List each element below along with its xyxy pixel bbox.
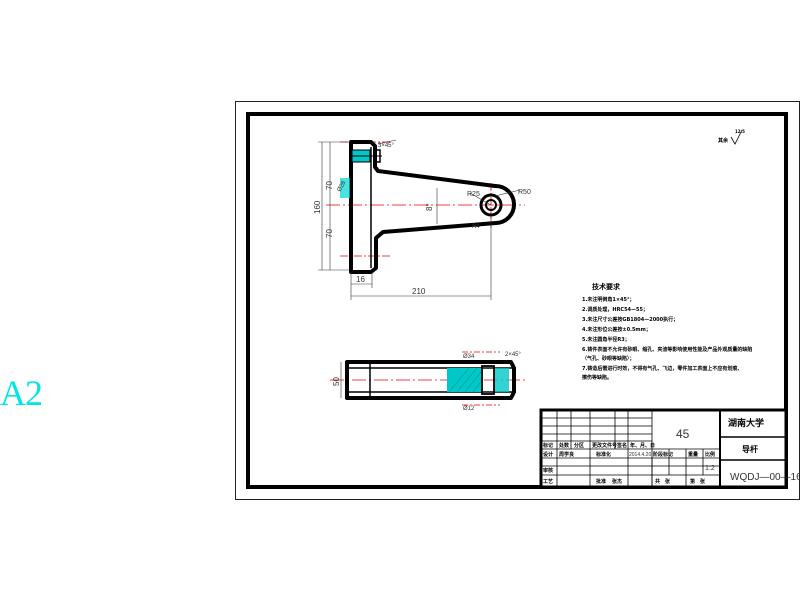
hdr-review: 审核 bbox=[543, 467, 553, 474]
tech-req-item: 2.调质处理，HRC54—55； bbox=[582, 306, 648, 313]
hub-section-hatch bbox=[340, 178, 350, 198]
tech-req-item: （气孔、砂眼等缺陷）； bbox=[582, 355, 635, 362]
dim-side-chamfer: 2×45° bbox=[505, 352, 522, 358]
part-name: 导杆 bbox=[742, 444, 758, 454]
dim-front-r2: R50 bbox=[518, 189, 531, 196]
hdr-approve: 批准 bbox=[596, 478, 606, 485]
hdr-sheets-total: 共 张 bbox=[655, 478, 671, 485]
dim-front-web-angle: 8° bbox=[425, 203, 434, 211]
dim-front-base-width: 16 bbox=[356, 275, 365, 284]
top-bore-cut bbox=[373, 149, 381, 163]
dim-front-d2: 70 bbox=[325, 229, 334, 238]
scale-value: 1:2 bbox=[705, 465, 715, 472]
hdr-mark: 标记 bbox=[542, 442, 553, 449]
dim-front-hole: Ø28 bbox=[337, 180, 348, 193]
sheet-size-label: A2 bbox=[0, 373, 43, 413]
tech-req-item: 7.铸造后需进行时效，不得有气孔、飞边，零件加工表面上不应有划痕、 bbox=[582, 365, 742, 372]
side-bore bbox=[481, 365, 495, 395]
hdr-count: 处数 bbox=[558, 442, 570, 449]
hdr-weight: 重量 bbox=[688, 451, 698, 458]
side-section-hatch bbox=[447, 368, 481, 392]
roughness-label: 其余 bbox=[718, 137, 729, 144]
dim-front-chamfer-top: 3×45° bbox=[378, 143, 395, 149]
hdr-sheet-no: 第 张 bbox=[690, 478, 706, 485]
approver-signature: 张杰 bbox=[612, 478, 622, 485]
hdr-ratio: 比例 bbox=[705, 451, 715, 458]
school-name: 湖南大学 bbox=[728, 417, 764, 429]
tech-req-item: 1.未注明倒角1×45°； bbox=[582, 296, 635, 303]
tech-requirements-title: 技术要求 bbox=[592, 282, 621, 291]
hdr-change-doc: 更改文件号 bbox=[592, 442, 617, 449]
dim-front-r1: R25 bbox=[467, 191, 480, 198]
side-bore-hatch bbox=[495, 368, 509, 392]
hdr-sign: 签名 bbox=[616, 442, 627, 449]
designer-signature: 周学良 bbox=[559, 451, 574, 458]
tech-req-item: 5.未注圆角半径R3； bbox=[582, 336, 630, 343]
material-value: 45 bbox=[676, 427, 690, 441]
part-outline-side bbox=[345, 360, 516, 400]
hdr-stage-mark: 阶段标记 bbox=[653, 451, 673, 458]
dim-front-d1: 70 bbox=[325, 181, 334, 190]
hdr-zone: 分区 bbox=[574, 442, 584, 449]
part-outline-front bbox=[349, 140, 516, 274]
tech-req-item: 4.未注形位公差按±0.5mm； bbox=[582, 326, 651, 333]
date-value: 2014.4.20 bbox=[629, 452, 651, 458]
hdr-process: 工艺 bbox=[543, 478, 553, 485]
hdr-design: 设计 bbox=[543, 451, 553, 458]
pivot-hole-inner bbox=[485, 199, 497, 211]
side-view: 50 2×45° Ø34 Ø12 bbox=[330, 351, 525, 412]
roughness-symbol: 其余 12.5 bbox=[718, 129, 745, 145]
roughness-value: 12.5 bbox=[735, 129, 745, 134]
drawing-number: WQDJ—00—16 bbox=[730, 472, 800, 483]
tech-req-item: 擦伤等缺陷。 bbox=[582, 374, 612, 381]
tech-req-item: 6.铸件表面不允许有砂眼、缩孔、夹渣等影响使用性能及产品外观质量的缺陷 bbox=[582, 346, 752, 353]
dim-front-small-r: R4 bbox=[472, 224, 480, 230]
tech-req-item: 3.未注尺寸公差按GB1804—2000执行； bbox=[582, 316, 678, 323]
hdr-ymd: 年、月、日 bbox=[630, 442, 655, 449]
dim-front-width-overall: 210 bbox=[412, 287, 426, 296]
drawing-frame bbox=[246, 112, 788, 489]
hdr-standard: 标准化 bbox=[595, 451, 611, 458]
front-view: 70 70 160 3×45° 210 16 8° R25 R50 Ø28 R4 bbox=[313, 139, 531, 300]
dim-side-top-note: Ø34 bbox=[463, 354, 475, 360]
dim-side-height: 50 bbox=[332, 377, 341, 386]
roughness-check-icon bbox=[730, 129, 743, 145]
dim-front-total-height: 160 bbox=[313, 200, 322, 214]
tech-requirements: 技术要求 1.未注明倒角1×45°； 2.调质处理，HRC54—55； 3.未注… bbox=[582, 282, 752, 381]
dim-side-bottom-note: Ø12 bbox=[463, 406, 475, 412]
title-block: 45 湖南大学 导杆 WQDJ—00—16 1:2 2014.4.20 标记 处… bbox=[539, 408, 800, 489]
